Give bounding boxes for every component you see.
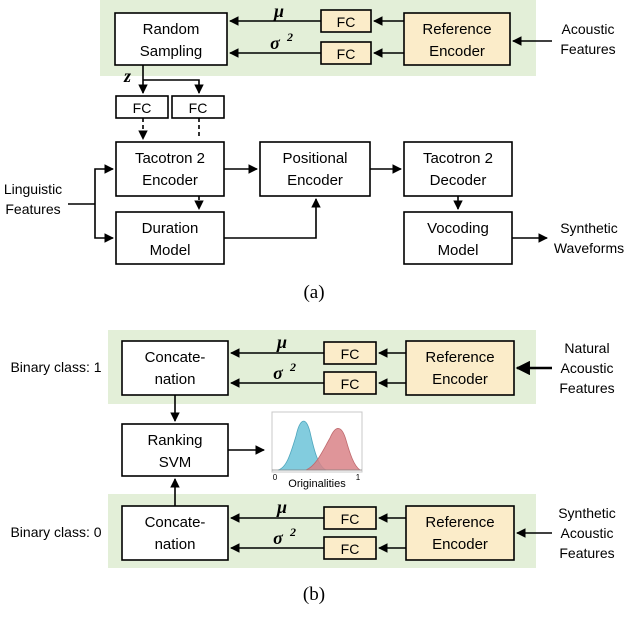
sigma-exponent: 2 bbox=[286, 30, 293, 44]
sigma-symbol: σ bbox=[270, 33, 281, 53]
axis-min-label: 0 bbox=[273, 473, 278, 482]
caption-b: (b) bbox=[303, 584, 325, 605]
mu-symbol-top: μ bbox=[276, 332, 287, 352]
tacotron-decoder-box bbox=[403, 141, 513, 197]
duration-model-box bbox=[115, 211, 225, 265]
positional-encoder-box bbox=[259, 141, 371, 197]
reference-encoder-box bbox=[403, 12, 511, 66]
ranking-svm-label-1: Ranking bbox=[147, 432, 202, 449]
tacotron-encoder-label-1: Tacotron 2 bbox=[135, 150, 205, 167]
reference-encoder-top-box bbox=[405, 340, 515, 396]
concatenation-bottom-label-2: nation bbox=[155, 536, 196, 553]
vocoding-model-box bbox=[403, 211, 513, 265]
tacotron-decoder-label-2: Decoder bbox=[430, 172, 487, 189]
reference-encoder-bottom-box bbox=[405, 505, 515, 561]
tacotron-decoder-label-1: Tacotron 2 bbox=[423, 150, 493, 167]
fc-sigma-top-label: FC bbox=[341, 376, 360, 392]
originalities-label: Originalities bbox=[288, 478, 346, 490]
concatenation-top-box bbox=[121, 340, 229, 396]
random-sampling-label-1: Random bbox=[143, 21, 200, 38]
vocoding-model-label-1: Vocoding bbox=[427, 220, 489, 237]
synthetic-features-label-2: Acoustic bbox=[561, 525, 614, 541]
synthetic-features-label-1: Synthetic bbox=[558, 505, 616, 521]
reference-encoder-bottom-label-2: Encoder bbox=[432, 536, 488, 553]
tacotron-encoder-box bbox=[115, 141, 225, 197]
concatenation-top-label-1: Concate- bbox=[145, 349, 206, 366]
fc-mu-label: FC bbox=[337, 14, 356, 30]
natural-features-label-1: Natural bbox=[564, 340, 609, 356]
axis-max-label: 1 bbox=[356, 473, 361, 482]
positional-encoder-label-1: Positional bbox=[282, 150, 347, 167]
binary-class-0-label: Binary class: 0 bbox=[10, 524, 101, 540]
reference-encoder-label-2: Encoder bbox=[429, 43, 485, 60]
natural-features-label-2: Acoustic bbox=[561, 360, 614, 376]
duration-model-label-2: Model bbox=[150, 242, 191, 259]
z-symbol: z bbox=[123, 66, 131, 86]
arrow-linguistic-to-duration bbox=[94, 204, 114, 243]
reference-encoder-top-label-2: Encoder bbox=[432, 371, 488, 388]
synthetic-features-label-3: Features bbox=[559, 545, 614, 561]
natural-features-label-3: Features bbox=[559, 380, 614, 396]
positional-encoder-label-2: Encoder bbox=[287, 172, 343, 189]
mu-symbol-bottom: μ bbox=[276, 497, 287, 517]
ranking-svm-label-2: SVM bbox=[159, 454, 192, 471]
synthetic-waveforms-label-1: Synthetic bbox=[560, 220, 618, 236]
ranking-svm-box bbox=[121, 423, 229, 477]
sigma-symbol-bottom: σ bbox=[273, 528, 284, 548]
sigma-exponent-bottom: 2 bbox=[289, 525, 296, 539]
fc-z-left-label: FC bbox=[133, 100, 152, 116]
acoustic-features-label-1: Acoustic bbox=[562, 21, 615, 37]
originality-distribution: 0 1 Originalities bbox=[271, 411, 363, 490]
fc-z-right-box bbox=[171, 95, 225, 119]
fc-z-left-box bbox=[115, 95, 169, 119]
concatenation-bottom-label-1: Concate- bbox=[145, 514, 206, 531]
random-sampling-label-2: Sampling bbox=[140, 43, 203, 60]
concatenation-top-label-2: nation bbox=[155, 371, 196, 388]
sigma-exponent-top: 2 bbox=[289, 360, 296, 374]
linguistic-features-label-2: Features bbox=[5, 201, 60, 217]
reference-encoder-label-1: Reference bbox=[422, 21, 491, 38]
fc-mu-top-label: FC bbox=[341, 346, 360, 362]
fc-sigma-label: FC bbox=[337, 46, 356, 62]
binary-class-1-label: Binary class: 1 bbox=[10, 359, 101, 375]
caption-a: (a) bbox=[303, 282, 324, 303]
linguistic-features-label-1: Linguistic bbox=[4, 181, 62, 197]
arrow-linguistic-to-encoder bbox=[94, 164, 114, 204]
concatenation-bottom-box bbox=[121, 505, 229, 561]
synthetic-distribution-curve bbox=[305, 428, 362, 471]
duration-model-label-1: Duration bbox=[142, 220, 199, 237]
synthetic-waveforms-label-2: Waveforms bbox=[554, 240, 624, 256]
acoustic-features-label-2: Features bbox=[560, 41, 615, 57]
sigma-symbol-top: σ bbox=[273, 363, 284, 383]
arrow-sampling-to-fc-right bbox=[143, 79, 204, 94]
reference-encoder-top-label-1: Reference bbox=[425, 349, 494, 366]
fc-mu-bottom-label: FC bbox=[341, 511, 360, 527]
fc-z-right-label: FC bbox=[189, 100, 208, 116]
reference-encoder-bottom-label-1: Reference bbox=[425, 514, 494, 531]
random-sampling-box bbox=[114, 12, 228, 66]
tacotron-encoder-label-2: Encoder bbox=[142, 172, 198, 189]
mu-symbol: μ bbox=[273, 1, 284, 21]
arrow-duration-to-positional bbox=[224, 198, 321, 239]
vocoding-model-label-2: Model bbox=[438, 242, 479, 259]
fc-sigma-bottom-label: FC bbox=[341, 541, 360, 557]
